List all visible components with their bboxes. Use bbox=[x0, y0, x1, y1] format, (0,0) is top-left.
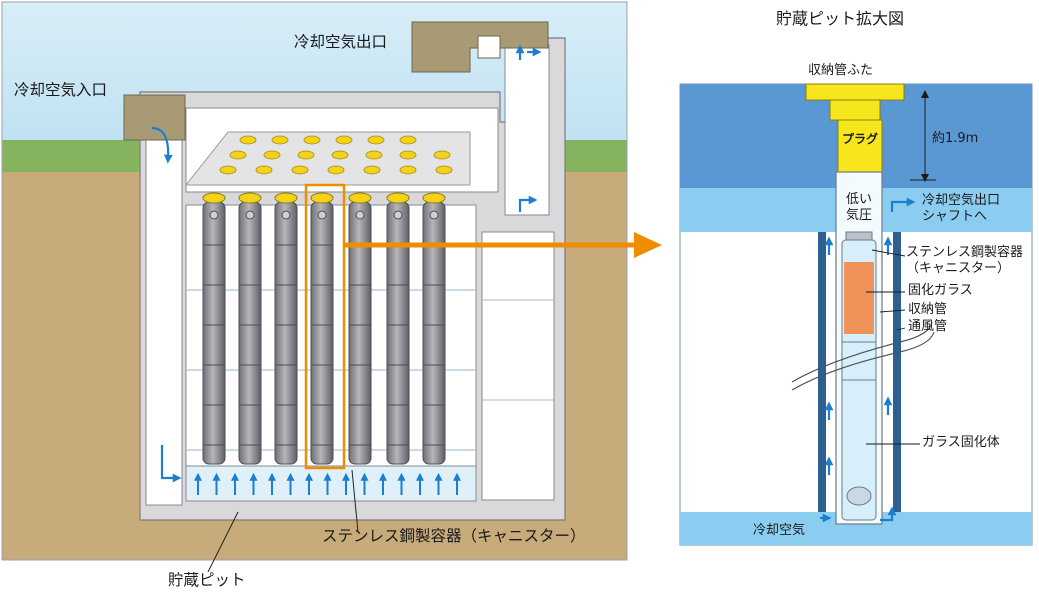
vitrified-glass-fill bbox=[844, 262, 874, 334]
ceiling-hole bbox=[327, 165, 345, 175]
ceiling-hole bbox=[229, 150, 247, 160]
low-pressure-line1: 低い bbox=[846, 192, 873, 207]
cooling-air-outlet-label: 冷却空気出口 bbox=[294, 33, 388, 51]
storage-tube-label: 収納管 bbox=[908, 302, 948, 317]
canister-detail-label: ステンレス鋼製容器 （キャニスター） bbox=[906, 245, 1023, 276]
left-panel-border bbox=[1, 1, 628, 561]
outlet-stack bbox=[504, 44, 550, 216]
ventilation-tube-left bbox=[818, 232, 826, 512]
leader-canister bbox=[351, 469, 359, 533]
ceiling-hole bbox=[297, 150, 315, 160]
ceiling-hole bbox=[365, 150, 383, 160]
canister-detail-line1: ステンレス鋼製容器 bbox=[906, 245, 1024, 260]
storage-tube-lid-label: 収納管ふた bbox=[808, 63, 874, 78]
cable bbox=[791, 321, 933, 383]
highlight-box bbox=[304, 183, 346, 470]
ceiling-hole bbox=[271, 135, 289, 145]
canister-column bbox=[348, 192, 372, 465]
facility-cross-section bbox=[1, 1, 662, 573]
plug bbox=[837, 119, 883, 173]
inlet-hood bbox=[123, 94, 186, 141]
outlet-shaft bbox=[481, 231, 555, 501]
cooling-air-inlet-label: 冷却空気入口 bbox=[14, 81, 108, 99]
ceiling-hole bbox=[399, 135, 417, 145]
ceiling-hole bbox=[219, 165, 237, 175]
ceiling-hole bbox=[367, 135, 385, 145]
canister-columns bbox=[202, 192, 446, 465]
plug-label: プラグ bbox=[842, 132, 879, 146]
detail-leader-lines bbox=[866, 249, 920, 445]
ceiling-hole bbox=[399, 165, 417, 175]
canister-column bbox=[274, 192, 298, 465]
canister-detail-line2: （キャニスター） bbox=[906, 260, 1011, 276]
canister-column bbox=[386, 192, 410, 465]
storage-pit-label: 貯蔵ピット bbox=[168, 571, 246, 589]
ceiling-plug-holes bbox=[219, 135, 453, 175]
plenum-airflow-arrows bbox=[194, 472, 461, 495]
ceiling-hole bbox=[291, 165, 309, 175]
ceiling-hole bbox=[239, 135, 257, 145]
canister-column bbox=[238, 192, 262, 465]
canister-column bbox=[202, 192, 226, 465]
ceiling-hole bbox=[263, 150, 281, 160]
outlet-to-shaft-label: 冷却空気出口 シャフトへ bbox=[922, 193, 1000, 224]
vitrified-glass-label: 固化ガラス bbox=[908, 283, 973, 298]
zoom-arrow-head bbox=[634, 232, 662, 258]
ventilation-tube-right bbox=[893, 232, 901, 512]
storage-tube-lid bbox=[805, 83, 905, 101]
cooling-air-label: 冷却空気 bbox=[753, 523, 806, 538]
ceiling-hole bbox=[335, 135, 353, 145]
ceiling-hole bbox=[331, 150, 349, 160]
canister-caption: ステンレス鋼製容器（キャニスター） bbox=[322, 527, 586, 545]
operating-floor bbox=[184, 131, 471, 186]
canister-column bbox=[310, 192, 334, 465]
outlet-to-shaft-line2: シャフトへ bbox=[922, 208, 988, 224]
ceiling-hole bbox=[303, 135, 321, 145]
detail-airflow-arrows bbox=[820, 197, 916, 523]
ceiling-hole bbox=[435, 165, 453, 175]
ceiling-hole bbox=[433, 150, 451, 160]
ceiling-hole bbox=[255, 165, 273, 175]
canister-column bbox=[422, 192, 446, 465]
outlet-to-shaft-line1: 冷却空気出口 bbox=[922, 193, 1001, 208]
leader-pit bbox=[207, 511, 239, 573]
low-pressure-label: 低い 気圧 bbox=[846, 192, 872, 223]
airflow-arrows bbox=[151, 44, 542, 483]
inlet-shaft bbox=[145, 104, 183, 506]
air-plenum bbox=[185, 465, 477, 502]
ceiling-hole bbox=[363, 165, 381, 175]
height-label: 約1.9m bbox=[932, 131, 979, 146]
pit-detail-view bbox=[679, 83, 1033, 546]
ventilation-tube-label: 通風管 bbox=[908, 319, 948, 334]
vitrified-body-label: ガラス固化体 bbox=[922, 435, 1000, 450]
low-pressure-line2: 気圧 bbox=[846, 207, 873, 223]
detail-title: 貯蔵ピット拡大図 bbox=[776, 9, 905, 28]
ceiling-hole bbox=[399, 150, 417, 160]
